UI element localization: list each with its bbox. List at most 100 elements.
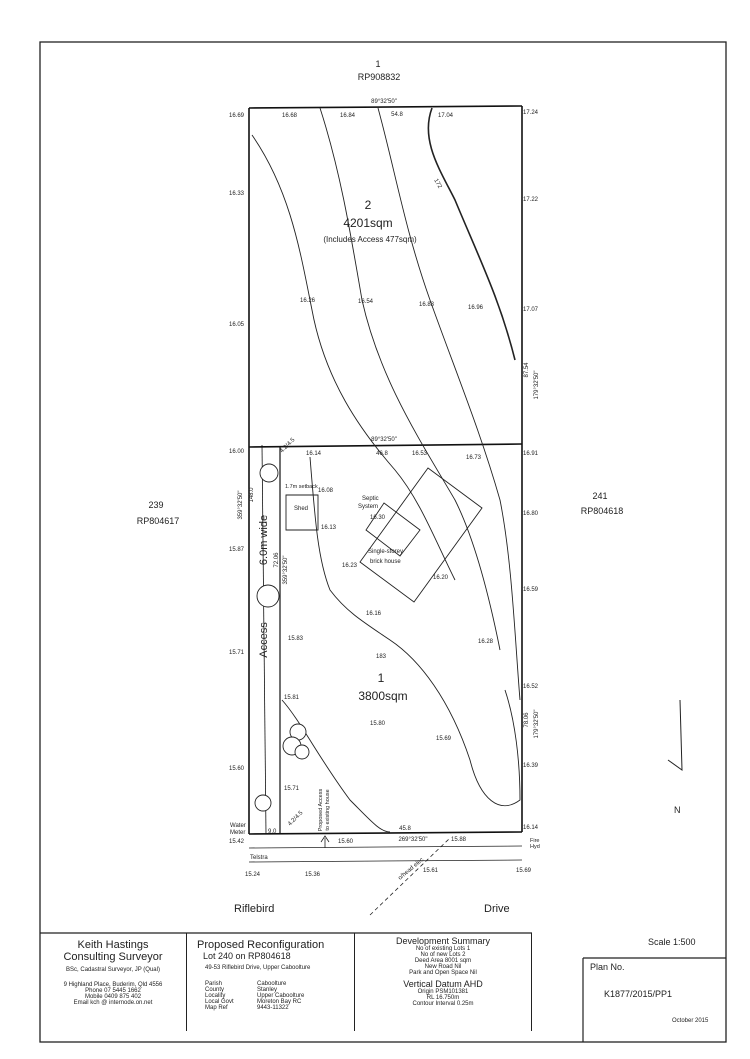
tree-icon — [294, 744, 310, 760]
level: 16.13 — [321, 525, 337, 531]
surveyor-mobile: Mobile 0409 875 402 — [40, 994, 186, 1000]
access-bearing-a: 359°32'50" — [238, 490, 244, 519]
level: 16.59 — [523, 587, 539, 593]
contour-line — [281, 699, 391, 833]
surveyor-qualifications: BSc, Cadastral Surveyor, JP (Qual) — [66, 967, 160, 973]
north-lot-number: 1 — [375, 59, 380, 69]
road-name-riflebird: Riflebird — [234, 903, 274, 915]
east-plan-number: RP804618 — [581, 506, 624, 516]
south-boundary — [248, 831, 523, 835]
road-name-drive: Drive — [484, 903, 510, 915]
scale-label: Scale 1:500 — [648, 937, 696, 947]
trees — [254, 463, 310, 812]
contour-upper-label: 172 — [432, 178, 443, 190]
boundary-annotations: 89°32'50" 54.8 89°32'50" 46.8 269°32'50"… — [238, 99, 540, 843]
level: 16.73 — [466, 455, 482, 461]
parish-value: Caboolture — [257, 981, 287, 987]
water-meter-line2: Meter — [230, 830, 245, 836]
email-value: kch @ internode.on.net — [90, 1000, 153, 1006]
level: 15.81 — [284, 695, 300, 701]
north-length: 54.8 — [391, 112, 403, 118]
map-ref-label: Map Ref — [205, 1005, 228, 1011]
south-length: 45.8 — [399, 826, 411, 832]
shed-outline — [285, 494, 319, 531]
telstra-label: Telstra — [250, 855, 268, 861]
proposed-access-line1: Proposed Access — [318, 789, 324, 832]
septic-label-line2: System — [358, 504, 378, 510]
dev-park: Park and Open Space Nil — [409, 970, 477, 976]
middle-length: 46.8 — [376, 451, 388, 457]
level: 16.39 — [523, 763, 539, 769]
proposed-access-line2: to existing house — [325, 789, 331, 830]
east-lot-number: 241 — [592, 491, 607, 501]
setback-label: 1.7m setback — [285, 484, 318, 490]
contour-line — [251, 134, 456, 581]
dev-summary-title: Development Summary — [395, 936, 491, 946]
surveyor-title: Consulting Surveyor — [63, 951, 163, 963]
plan-number-value: K1877/2015/PP1 — [604, 989, 673, 999]
level: 15.71 — [284, 786, 300, 792]
level: 16.14 — [523, 825, 539, 831]
septic-label-line1: Septic — [362, 496, 379, 502]
level: 16.91 — [523, 451, 539, 457]
locality-label: Locality — [205, 993, 226, 999]
level: 15.36 — [305, 872, 321, 878]
level: 16.28 — [478, 639, 494, 645]
contour-line — [377, 107, 521, 701]
dev-new-road: New Road Nil — [424, 964, 462, 970]
level: 16.84 — [340, 113, 356, 119]
fire-hydrant-line2: Hyd — [530, 844, 540, 850]
tree-icon — [256, 584, 280, 608]
surveyor-name: Keith Hastings — [77, 939, 149, 951]
east-upper-length: 87.54 — [524, 362, 530, 378]
level: 16.80 — [523, 511, 539, 517]
road-services — [248, 835, 523, 916]
plan-date: October 2015 — [672, 1018, 709, 1024]
lot2-area: 4201sqm — [343, 216, 392, 230]
spot-levels: 16.69 16.68 16.84 17.04 17.24 16.33 16.0… — [229, 110, 539, 878]
level: 16.83 — [419, 302, 435, 308]
level: 15.42 — [229, 839, 245, 845]
parish-row: Parish Caboolture — [205, 981, 354, 987]
level: 15.24 — [245, 872, 261, 878]
level: 16.23 — [342, 563, 358, 569]
level: 15.69 — [516, 868, 532, 874]
plan-number-label: Plan No. — [590, 962, 625, 972]
level: 16.00 — [229, 449, 245, 455]
datum-contour-interval: Contour Interval 0.25m — [412, 1001, 474, 1007]
access-length-a: 148.0 — [249, 487, 255, 503]
lot-boundaries — [248, 105, 523, 835]
level: 16.08 — [318, 488, 334, 494]
level: 16.54 — [358, 299, 374, 305]
north-boundary — [248, 105, 523, 109]
development-summary-block: Development Summary No of existing Lots … — [355, 933, 532, 1031]
access-length-b: 72.06 — [274, 552, 280, 568]
mobile-label: Mobile — [84, 994, 103, 1000]
level: 15.60 — [338, 839, 354, 845]
tree-icon — [254, 794, 272, 812]
level: 15.88 — [451, 837, 467, 843]
access-label: Access — [258, 622, 270, 658]
level: 16.69 — [229, 113, 245, 119]
road-line — [248, 859, 523, 863]
level: 16.16 — [366, 611, 382, 617]
west-plan-number: RP804617 — [137, 516, 180, 526]
east-lower-bearing: 179°32'50" — [534, 709, 540, 738]
house-label-line2: brick house — [370, 559, 401, 565]
phone-label: Phone — [85, 988, 103, 994]
dev-deed-area: Deed Area 8001 sqm — [414, 958, 472, 964]
drawing-frame — [39, 41, 727, 1043]
level: 17.24 — [523, 110, 539, 116]
level: 16.96 — [468, 305, 484, 311]
level: 15.60 — [229, 766, 245, 772]
parish-label: Parish — [205, 981, 223, 987]
surveyor-phone: Phone 07 5445 1662 — [40, 988, 186, 994]
dev-new-lots: No of new Lots 2 — [420, 952, 466, 958]
local-govt-value: Moreton Bay RC — [257, 999, 302, 1005]
west-lot-number: 239 — [148, 500, 163, 510]
north-bearing: 89°32'50" — [371, 99, 397, 105]
lot2-note: (Includes Access 477sqm) — [323, 235, 417, 244]
level: 16.68 — [282, 113, 298, 119]
